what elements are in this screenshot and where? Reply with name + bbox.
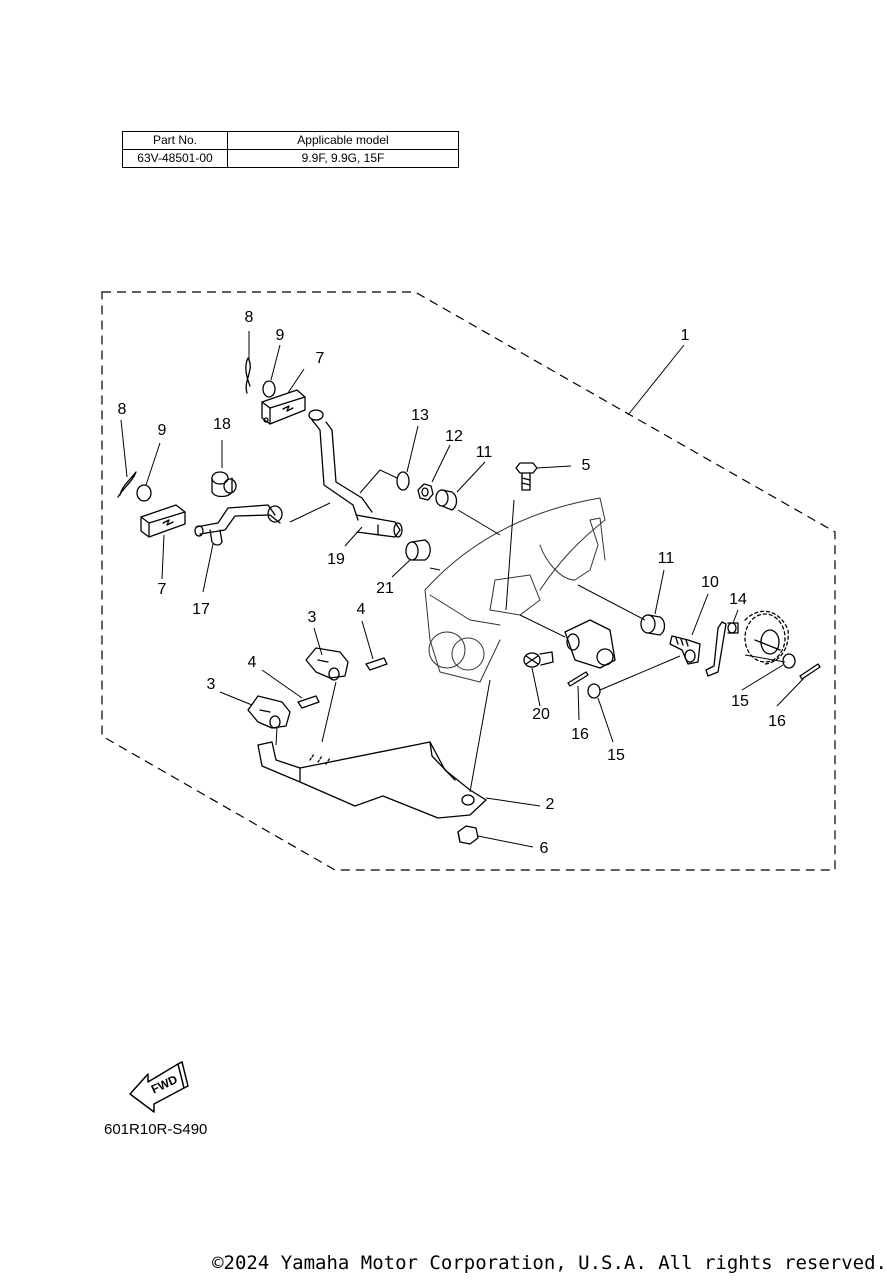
part-rod-14 [705,621,739,677]
callout-19: 19 [327,551,345,568]
part-clamp-lower [247,695,291,729]
part-nut-6 [457,825,479,845]
part-collar [211,471,237,498]
part-pin-16-right [799,663,821,680]
part-bolt-5 [515,462,538,491]
part-bellcrank [194,504,283,546]
callout-3-lower: 3 [207,676,216,693]
callout-2: 2 [546,796,555,813]
part-pin-16-left [567,671,589,687]
assembly-boundary [101,291,836,871]
callout-6: 6 [540,840,549,857]
callout-17: 17 [192,601,210,618]
callout-11-right: 11 [658,550,675,567]
callout-5: 5 [582,457,591,474]
part-bushing-upper [435,489,458,511]
part-screw-20 [523,651,554,668]
callout-16-left: 16 [571,726,589,743]
callout-9-lower: 9 [158,422,167,439]
engine-body [424,497,606,683]
cell-models: 9.9F, 9.9G, 15F [227,149,459,168]
diagram-code: 601R10R-S490 [104,1121,208,1138]
callout-11-upper: 11 [476,444,493,461]
callout-18: 18 [213,416,231,433]
cell-part-number: 63V-48501-00 [122,149,228,168]
part-clip-lower [117,471,137,498]
part-rod-joint [669,635,701,665]
callout-1: 1 [681,327,690,344]
applicability-table: Part No. Applicable model 63V-48501-00 9… [122,131,459,168]
callout-8-upper: 8 [245,309,254,326]
part-shift-lever [308,409,403,538]
part-washer-15-left [587,683,601,699]
part-pin-4-upper [365,657,388,671]
callout-12: 12 [445,428,463,445]
part-link-lower [140,504,186,538]
callout-7-upper: 7 [316,350,325,367]
callout-4-lower: 4 [248,654,257,671]
callout-8-lower: 8 [118,401,127,418]
part-cam [754,629,781,655]
part-cam-housing [744,610,789,665]
part-washer-15-right [782,653,796,669]
leader-lines [120,331,805,848]
callout-16-right: 16 [768,713,786,730]
table-row: 63V-48501-00 9.9F, 9.9G, 15F [122,149,459,168]
callout-21: 21 [376,580,394,597]
callout-labels: 1 2 3 3 4 4 5 6 7 7 8 8 9 9 10 11 11 12 … [118,309,786,857]
part-washer-lower [136,484,152,502]
part-pin-4-lower [297,695,320,709]
callout-7-lower: 7 [158,581,167,598]
callout-3-upper: 3 [308,609,317,626]
callout-15-right: 15 [731,693,749,710]
part-nut-12 [417,483,434,501]
callout-13: 13 [411,407,429,424]
callout-9-upper: 9 [276,327,285,344]
part-clip-upper [245,357,251,394]
part-clamp-upper [305,647,349,681]
part-bushing-right [640,614,666,636]
part-bushing-21 [405,539,431,561]
part-link-upper [261,389,306,425]
copyright-notice: ©2024 Yamaha Motor Corporation, U.S.A. A… [212,1252,887,1274]
part-washer-13 [396,471,410,491]
callout-10: 10 [701,574,719,591]
callout-15-left: 15 [607,747,625,764]
part-shift-shaft [564,619,616,669]
callout-14: 14 [729,591,747,608]
part-washer-upper [262,380,276,398]
callout-4-upper: 4 [357,601,366,618]
callout-20: 20 [532,706,550,723]
fwd-arrow: FWD [126,1058,192,1118]
fwd-arrow-icon: FWD [129,1060,189,1113]
part-bracket [257,741,487,819]
